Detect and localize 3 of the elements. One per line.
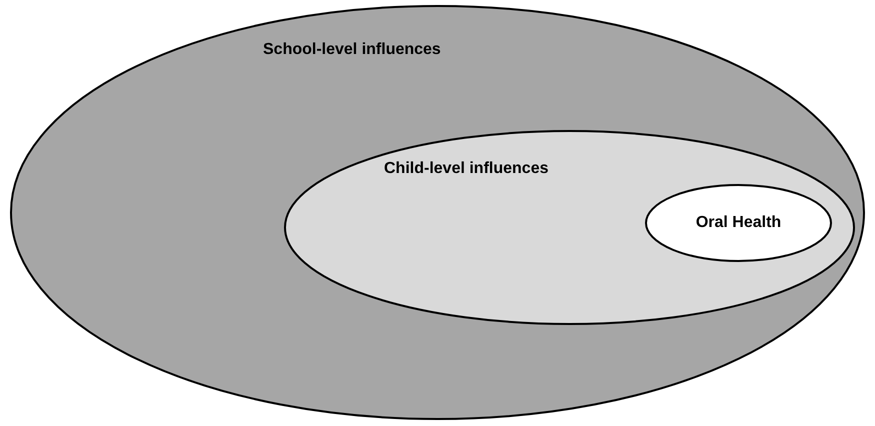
- region-label: Oral Health: [696, 214, 782, 232]
- region-label: Child-level influences: [384, 160, 548, 178]
- region-label: School-level influences: [263, 41, 441, 59]
